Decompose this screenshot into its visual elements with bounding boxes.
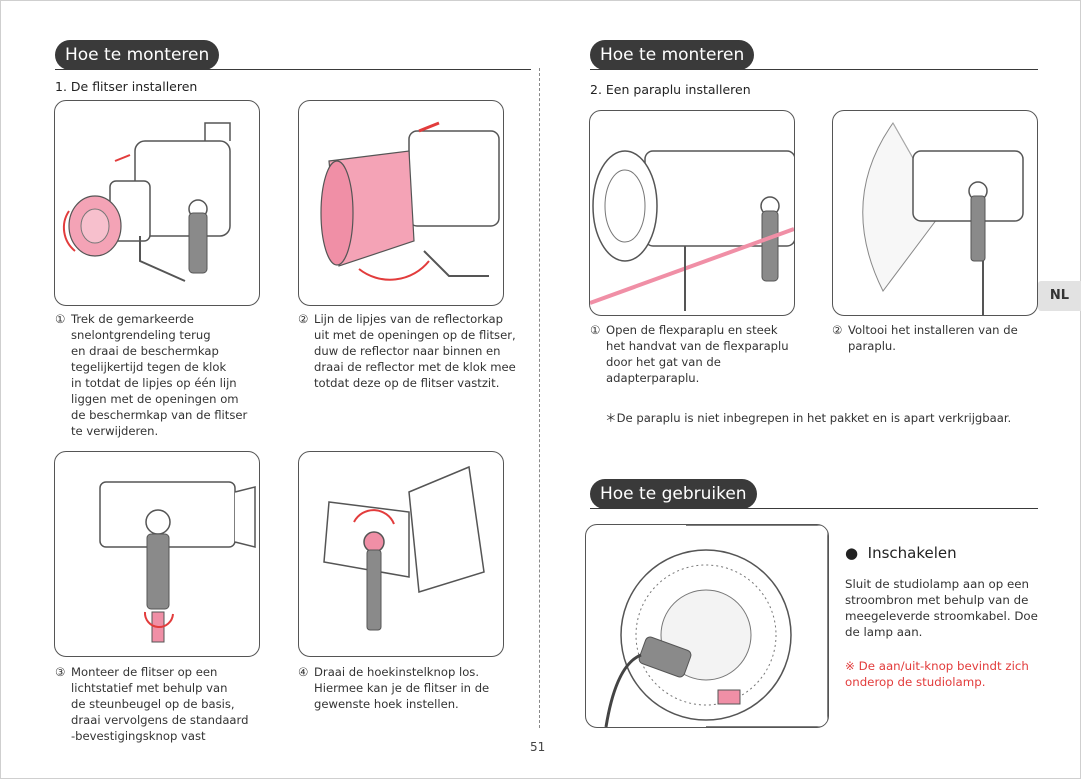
left-subheading: 1. De flitser installeren — [55, 79, 198, 94]
step-number: ② — [298, 312, 309, 326]
caption-line: en draai de beschermkap — [71, 344, 219, 358]
caption-line: de steunbeugel op de basis, — [71, 697, 235, 711]
caption-line: draai de reflector met de klok mee — [314, 360, 516, 374]
step-number: ② — [832, 323, 843, 337]
left-heading-rule — [55, 69, 531, 70]
right-section-heading: Hoe te monteren — [590, 40, 755, 70]
caption-line: tegelijkertijd tegen de klok — [71, 360, 227, 374]
illustration-attach-reflector — [298, 100, 504, 306]
caption-line: gewenste hoek instellen. — [314, 697, 459, 711]
left-section-heading: Hoe te monteren — [55, 40, 220, 70]
caption-line: Open de flexparaplu en steek — [606, 323, 778, 337]
caption-line: snelontgrendeling terug — [71, 328, 211, 342]
illustration-mount-stand — [54, 451, 260, 657]
step-number: ③ — [55, 665, 66, 679]
bullet-icon: ● — [845, 544, 859, 562]
umbrella-note: ＊De paraplu is niet inbegrepen in het pa… — [605, 411, 1012, 425]
body-line: Sluit de studiolamp aan op een — [845, 577, 1029, 591]
body-line: de lamp aan. — [845, 625, 923, 639]
warning-line: onderop de studiolamp. — [845, 675, 986, 689]
power-on-title: ● Inschakelen — [845, 544, 957, 562]
caption-line: adapterparaplu. — [606, 371, 700, 385]
use-heading-rule — [590, 508, 1038, 509]
caption-line: Hiermee kan je de flitser in de — [314, 681, 490, 695]
warning-line: ※ De aan/uit-knop bevindt zich — [845, 659, 1029, 673]
illustration-insert-umbrella — [589, 110, 795, 316]
caption-line: lichtstatief met behulp van — [71, 681, 228, 695]
right-step-1-caption: ① Open de flexparaplu en steek het handva… — [590, 322, 820, 386]
caption-line: de beschermkap van de flitser — [71, 408, 248, 422]
power-button-warning: ※ De aan/uit-knop bevindt zich onderop d… — [845, 658, 1040, 690]
caption-line: in totdat de lipjes op één lijn — [71, 376, 237, 390]
caption-line: draai vervolgens de standaard — [71, 713, 249, 727]
caption-line: totdat deze op de flitser vastzit. — [314, 376, 500, 390]
body-line: stroombron met behulp van de — [845, 593, 1029, 607]
bullet-title-text: Inschakelen — [867, 544, 957, 562]
caption-line: het handvat van de flexparaplu — [606, 339, 789, 353]
right-step-2-caption: ② Voltooi het installeren van de paraplu. — [832, 322, 1037, 354]
column-divider — [539, 68, 540, 728]
use-section-heading: Hoe te gebruiken — [590, 479, 757, 509]
power-on-body: Sluit de studiolamp aan op een stroombro… — [845, 576, 1040, 640]
caption-line: duw de reflector naar binnen en — [314, 344, 501, 358]
caption-line: Monteer de flitser op een — [71, 665, 218, 679]
left-step-1-caption: ① Trek de gemarkeerde snelontgrendeling t… — [55, 311, 285, 439]
caption-line: uit met de openingen op de flitser, — [314, 328, 516, 342]
left-step-2-caption: ② Lijn de lipjes van de reflectorkap uit … — [298, 311, 528, 391]
caption-line: liggen met de openingen om — [71, 392, 239, 406]
step-number: ④ — [298, 665, 309, 679]
left-step-4-caption: ④ Draai de hoekinstelknop los. Hiermee ka… — [298, 664, 528, 712]
illustration-adjust-angle — [298, 451, 504, 657]
caption-line: -bevestigingsknop vast — [71, 729, 206, 743]
step-number: ① — [55, 312, 66, 326]
right-subheading: 2. Een paraplu installeren — [590, 82, 751, 97]
illustration-remove-cap — [54, 100, 260, 306]
caption-line: paraplu. — [848, 339, 896, 353]
illustration-power-connect — [585, 524, 829, 728]
caption-line: Voltooi het installeren van de — [848, 323, 1018, 337]
caption-line: Trek de gemarkeerde — [71, 312, 194, 326]
right-heading-rule — [590, 69, 1038, 70]
caption-line: te verwijderen. — [71, 424, 159, 438]
language-tab: NL — [1038, 281, 1081, 311]
caption-line: Lijn de lipjes van de reflectorkap — [314, 312, 504, 326]
step-number: ① — [590, 323, 601, 337]
left-step-3-caption: ③ Monteer de flitser op een lichtstatief … — [55, 664, 285, 744]
caption-line: Draai de hoekinstelknop los. — [314, 665, 480, 679]
body-line: meegeleverde stroomkabel. Doe — [845, 609, 1038, 623]
illustration-umbrella-installed — [832, 110, 1038, 316]
page-number: 51 — [530, 740, 546, 754]
caption-line: door het gat van de — [606, 355, 721, 369]
